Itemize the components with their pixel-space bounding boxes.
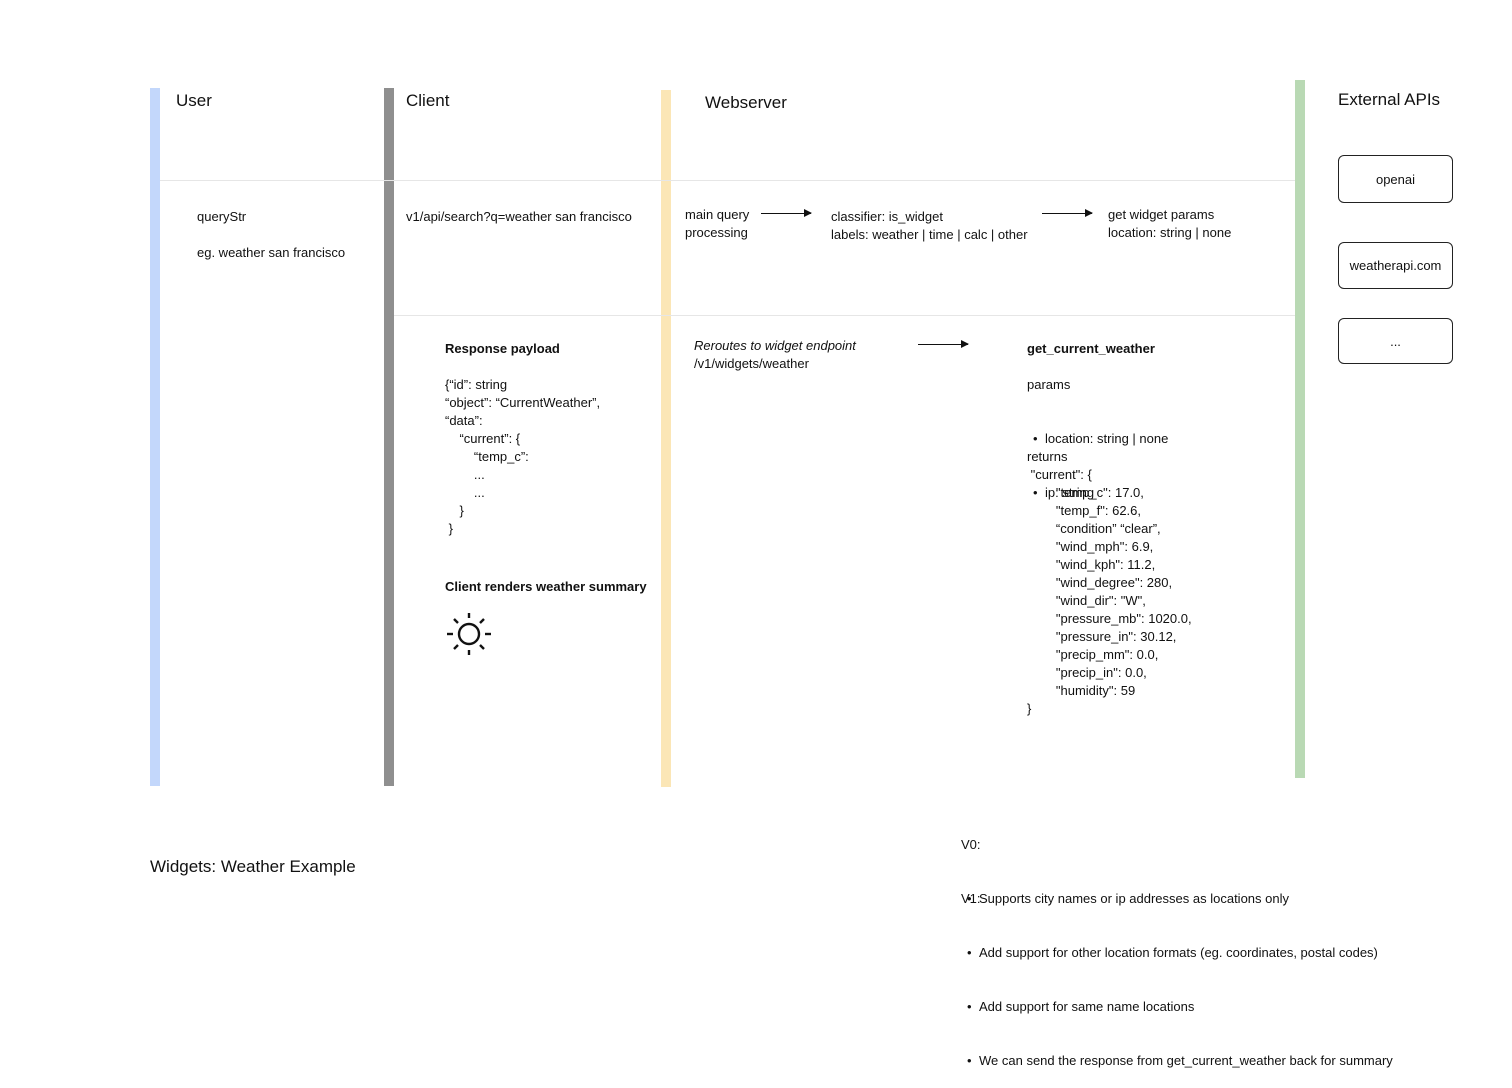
arrow-to-function	[918, 340, 969, 348]
external-lane-bar	[1295, 80, 1305, 778]
v0-list: Supports city names or ip addresses as l…	[961, 854, 1289, 926]
v0-item: Supports city names or ip addresses as l…	[961, 890, 1289, 908]
v1-label: V1:	[961, 891, 981, 906]
function-name: get_current_weather	[1027, 341, 1155, 356]
row-divider-top	[160, 180, 1295, 181]
arrow-to-widget-params	[1042, 209, 1093, 217]
v1-item: Add support for other location formats (…	[961, 944, 1393, 962]
v1-item: Add support for same name locations	[961, 998, 1393, 1016]
sun-icon	[445, 612, 493, 660]
client-request-url: v1/api/search?q=weather san francisco	[406, 209, 632, 224]
lane-title-external: External APIs	[1338, 90, 1441, 109]
widget-params-title: get widget params	[1108, 207, 1215, 222]
params-label: params	[1027, 377, 1071, 392]
diagram-title: Widgets: Weather Example	[150, 857, 356, 876]
response-payload-title: Response payload	[445, 341, 560, 356]
param-item: location: string | none	[1027, 430, 1168, 448]
user-query-example: eg. weather san francisco	[197, 245, 346, 260]
v0-label: V0:	[961, 837, 981, 852]
api-box-openai: openai	[1338, 155, 1453, 203]
client-render-title: Client renders weather summary	[445, 579, 647, 594]
params-list: location: string | none ip: string	[1027, 394, 1168, 520]
api-box-weatherapi: weatherapi.com	[1338, 242, 1453, 289]
returns-json: "current": { "temp_c": 17.0, "temp_f": 6…	[1027, 467, 1192, 716]
row-divider-middle	[394, 315, 1295, 316]
classifier-labels: labels: weather | time | calc | other	[831, 227, 1028, 242]
reroute-text: Reroutes to widget endpoint	[694, 338, 856, 353]
classifier-text: classifier: is_widget	[831, 209, 943, 224]
user-query-label: queryStr	[197, 209, 247, 224]
v1-list: Add support for other location formats (…	[961, 908, 1393, 1088]
response-payload-json: {“id”: string “object”: “CurrentWeather”…	[445, 377, 601, 536]
webserver-lane-bar	[661, 90, 671, 787]
main-query-processing: main query processing	[685, 207, 750, 240]
v1-item: We can send the response from get_curren…	[961, 1052, 1393, 1070]
widget-params-location: location: string | none	[1108, 225, 1232, 240]
lane-title-client: Client	[406, 91, 450, 110]
arrow-to-classifier	[761, 209, 812, 217]
user-lane-bar	[150, 88, 160, 786]
api-box-more: ...	[1338, 318, 1453, 364]
lane-title-user: User	[176, 91, 212, 110]
returns-label: returns	[1027, 449, 1068, 464]
param-item: ip: string	[1027, 484, 1168, 502]
client-lane-bar	[384, 88, 394, 786]
lane-title-webserver: Webserver	[705, 93, 787, 112]
widget-endpoint: /v1/widgets/weather	[694, 356, 809, 371]
